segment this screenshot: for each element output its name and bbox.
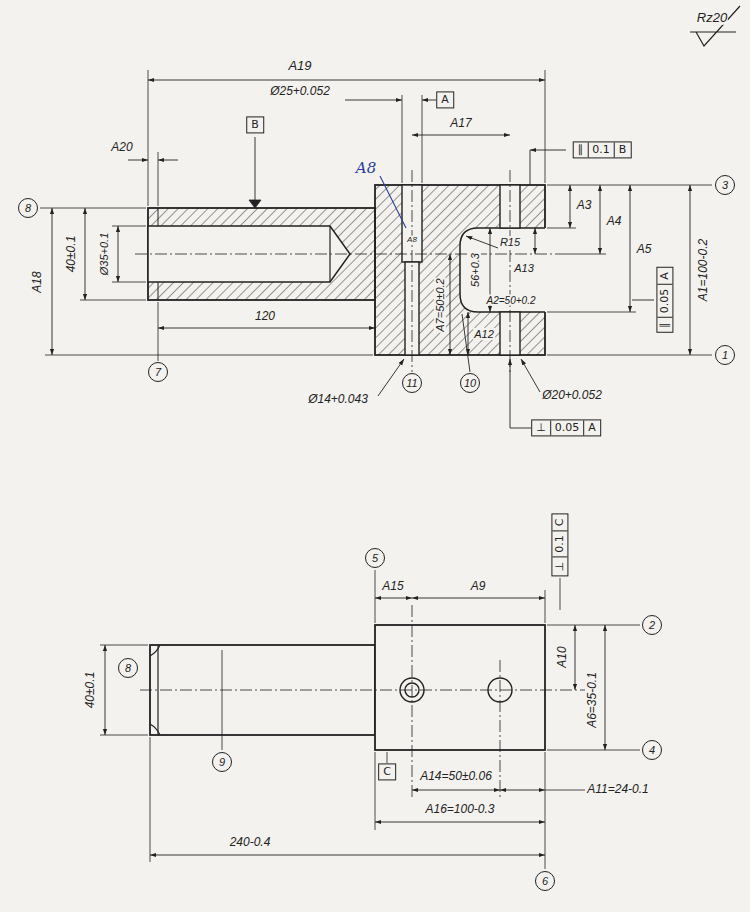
tolerance-frame: ⊥0.1C: [551, 514, 568, 577]
dimension-text: A5: [636, 243, 653, 256]
dimension-text: A16=100-0.3: [424, 803, 495, 816]
dimension-text: 56+0.3: [469, 252, 481, 288]
frame-cell: ∥: [657, 318, 672, 332]
dimension-text: A7=50±0.2: [434, 277, 446, 332]
dimension-text: A1=100-0.2: [697, 238, 710, 302]
tolerance-frame: ∥0.1B: [573, 141, 632, 158]
dimension-text: A10: [556, 645, 569, 668]
dimension-text: Ø14+0.043: [307, 393, 369, 406]
callout-number: 4: [642, 740, 662, 760]
callout-number: 11: [402, 373, 422, 393]
callout-number: 5: [365, 548, 385, 568]
frame-cell: 0.1: [587, 142, 614, 157]
frame-cell: A: [583, 420, 600, 435]
frame-cell: 0.05: [550, 420, 584, 435]
datum-box: A: [436, 91, 454, 108]
callout-number: 7: [148, 362, 168, 382]
frame-cell: A: [657, 268, 672, 285]
callout-number: 6: [535, 871, 555, 891]
frame-cell: ⊥: [552, 558, 567, 576]
dimension-text: A4: [606, 215, 623, 228]
frame-cell: C: [552, 515, 567, 532]
dimension-text: A12: [473, 328, 495, 340]
frame-cell: ⊥: [532, 420, 550, 435]
frame-cell: B: [614, 142, 631, 157]
frame-cell: B: [247, 117, 263, 132]
frame-cell: A: [437, 92, 453, 107]
handwritten-note: A8: [355, 160, 377, 177]
dimension-text: 40±0.1: [65, 235, 78, 274]
callout-number: 10: [460, 373, 480, 393]
dimension-text: A2=50+0.2: [486, 295, 537, 306]
tolerance-frame: ⊥0.05A: [531, 419, 601, 436]
datum-box: B: [246, 116, 264, 133]
dimension-text: A6=35-0.1: [586, 671, 599, 729]
dimension-text: A9: [470, 580, 487, 593]
dimension-text: 40±0.1: [84, 671, 97, 710]
callout-number: 3: [715, 175, 735, 195]
dimension-text: 120: [254, 310, 276, 323]
frame-cell: 0.1: [552, 531, 567, 558]
callout-number: 8: [118, 658, 138, 678]
dimension-text: Ø20+0.052: [541, 389, 603, 402]
dimension-text: A20: [110, 141, 133, 154]
dimension-text: A13: [513, 262, 535, 274]
dimension-text: A8: [406, 236, 418, 245]
frame-cell: 0.05: [657, 285, 672, 319]
callout-number: 9: [212, 752, 232, 772]
datum-box: C: [378, 763, 396, 780]
dimension-text: A15: [381, 580, 404, 593]
tolerance-frame: ∥0.05A: [656, 267, 673, 333]
dimension-text: Ø25+0.052: [269, 85, 331, 98]
dimension-text: A19: [287, 59, 312, 73]
callout-number: 2: [642, 615, 662, 635]
frame-cell: ∥: [574, 142, 588, 157]
dimension-text: A3: [576, 199, 593, 212]
dimension-text: A14=50±0.06: [419, 770, 493, 783]
callout-number: 1: [715, 345, 735, 365]
callout-number: 8: [18, 198, 38, 218]
frame-cell: C: [379, 764, 395, 779]
dimension-text: A17: [449, 117, 472, 130]
dimension-text: Rz20: [696, 11, 728, 25]
dimension-text: Ø35+0.1: [98, 232, 110, 277]
dimension-text: A18: [31, 270, 44, 293]
dimension-text: R15: [499, 236, 521, 248]
dimension-text: 240-0.4: [229, 836, 272, 849]
dimension-text: A11=24-0.1: [586, 783, 650, 796]
